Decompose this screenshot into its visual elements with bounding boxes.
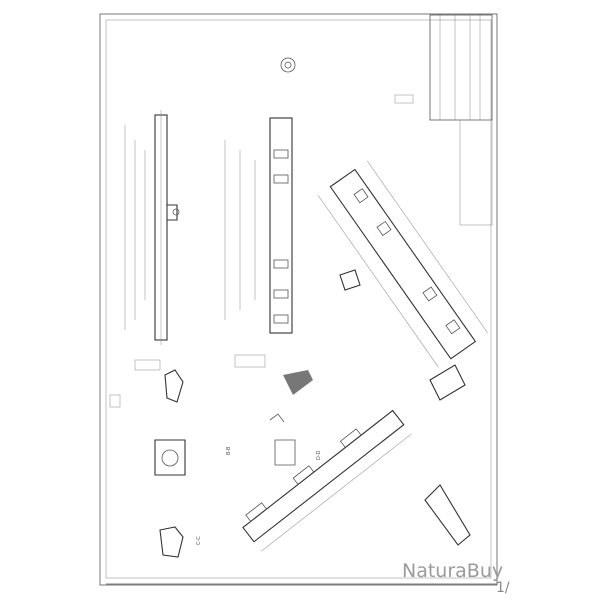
detail-views bbox=[109, 269, 471, 558]
title-block bbox=[394, 14, 493, 226]
part-front-view bbox=[124, 110, 180, 345]
part-section-view bbox=[242, 409, 412, 552]
section-label-c: C-C bbox=[196, 536, 202, 545]
section-label-d: D-D bbox=[316, 450, 322, 460]
page-marker: 1/ bbox=[496, 580, 510, 596]
drawing-frame bbox=[99, 13, 498, 586]
part-isometric-view bbox=[317, 160, 488, 368]
section-label-b: B-B bbox=[226, 446, 232, 455]
part-top-view bbox=[224, 57, 296, 334]
watermark-logo: NaturaBuy bbox=[402, 560, 504, 582]
